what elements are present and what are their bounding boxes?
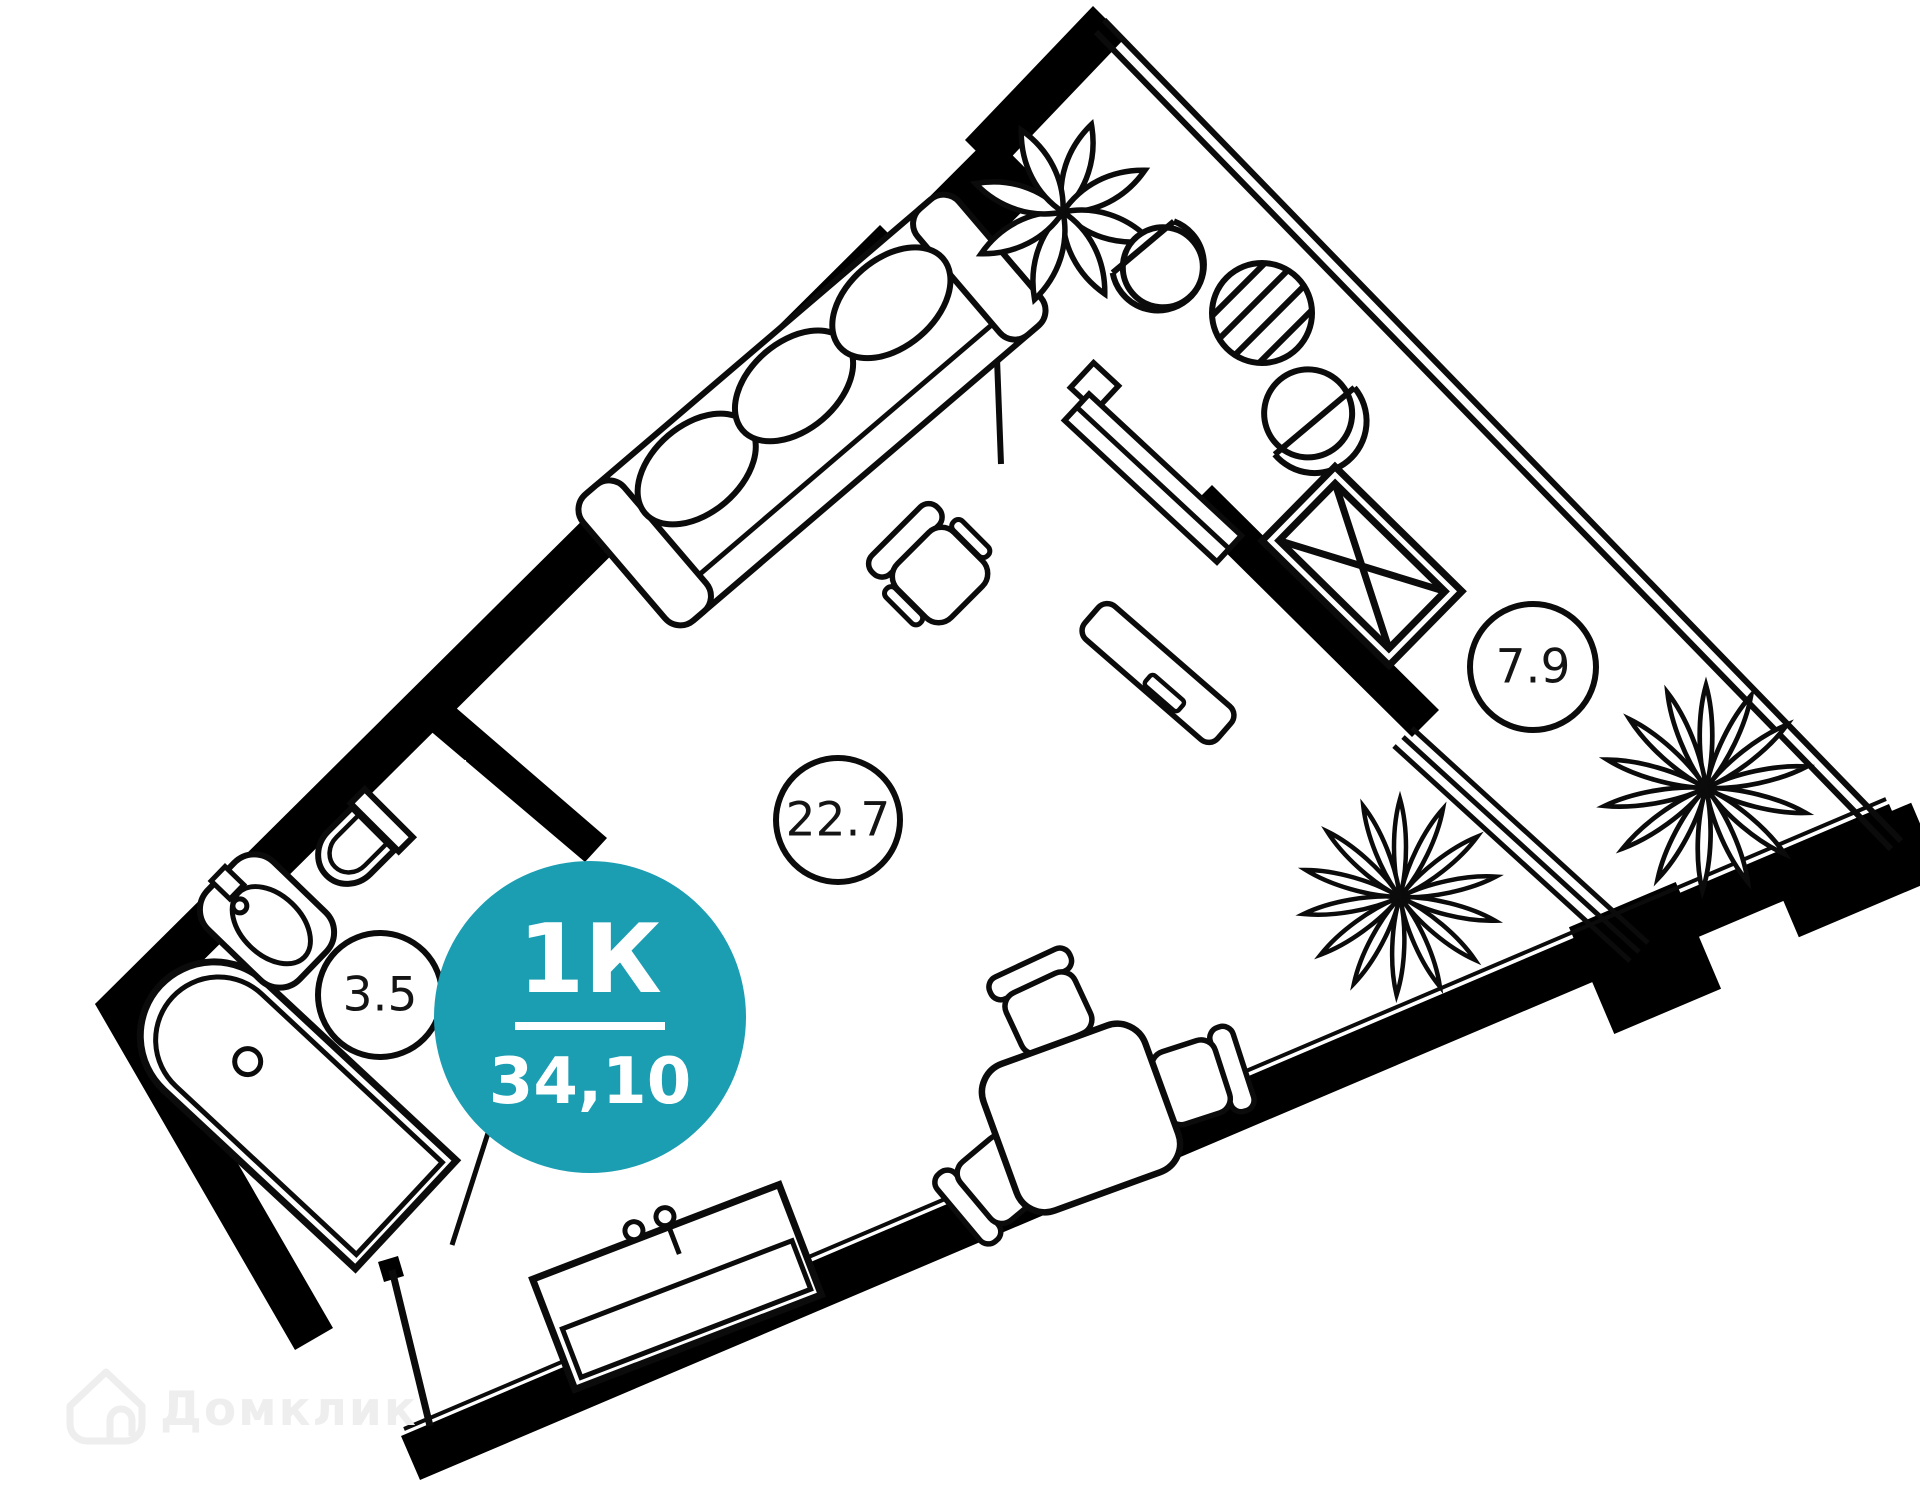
domclick-house-icon — [66, 1368, 146, 1445]
watermark: Домклик — [66, 1368, 418, 1445]
facade-window-inner — [1093, 29, 1894, 852]
desk-console-icon — [1079, 600, 1237, 746]
dresser-icon — [528, 1180, 826, 1394]
sink-icon — [196, 851, 338, 991]
starburst-plant-icon — [1302, 799, 1497, 995]
facade-window-outer — [1101, 17, 1904, 844]
room-area-badge-living: 22.7 — [773, 755, 903, 885]
tv-console-icon — [1060, 358, 1246, 566]
toilet-icon — [315, 784, 418, 887]
loggia-area-label: 7.9 — [1496, 640, 1571, 695]
pouf-bowl-icon — [1261, 366, 1370, 477]
pouf-striped-icon — [1209, 260, 1315, 366]
badge-area-value: 34,10 — [489, 1045, 691, 1119]
bathroom-door-jamb-notch — [438, 760, 466, 794]
watermark-text: Домклик — [160, 1382, 418, 1437]
wardrobe-icon — [1257, 461, 1467, 671]
room-area-badge-bathroom: 3.5 — [315, 930, 445, 1060]
room-area-badge-loggia: 7.9 — [1467, 601, 1599, 733]
badge-circle — [434, 861, 746, 1173]
office-chair-icon — [865, 500, 993, 628]
bathroom-door-hinge-cap — [378, 1256, 404, 1282]
pouf-icon — [1109, 218, 1207, 314]
bathtub-icon — [136, 958, 462, 1274]
bathroom-area-label: 3.5 — [343, 968, 418, 1023]
wall-loggia-partition — [1185, 485, 1439, 737]
apartment-type-badge: 1К 34,10 — [434, 861, 746, 1173]
hall-door-leaf — [449, 1132, 491, 1246]
dining-table-icon — [978, 1020, 1184, 1216]
wall-se-corner — [1767, 802, 1920, 938]
badge-type-label: 1К — [518, 905, 662, 1015]
dining-set — [930, 944, 1257, 1248]
bathroom-fixtures — [136, 784, 462, 1274]
sofa-icon — [575, 191, 1049, 629]
bathroom-door-leaf — [388, 1269, 434, 1427]
wall-top-left-apex — [965, 6, 1125, 172]
living-room-area-label: 22.7 — [786, 793, 891, 848]
wall-bathroom-partition — [408, 688, 607, 862]
loggia-window-line2 — [1401, 735, 1641, 954]
loggia-window-line1 — [1410, 726, 1650, 945]
